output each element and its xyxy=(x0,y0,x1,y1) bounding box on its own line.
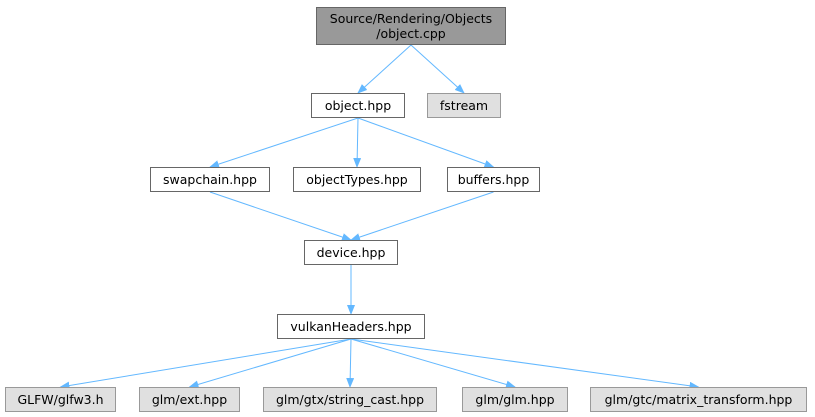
edge-root-to-fstream xyxy=(410,44,465,94)
edge-vulkanheaders_hpp-to-glm_matrix_transform_hpp xyxy=(350,338,700,390)
node-buffers-hpp-label: buffers.hpp xyxy=(457,172,530,187)
node-glm-matrix-transform-hpp[interactable]: glm/gtc/matrix_transform.hpp xyxy=(590,387,807,412)
node-glfw3-h-label: GLFW/glfw3.h xyxy=(17,392,104,407)
node-vulkanheaders-hpp[interactable]: vulkanHeaders.hpp xyxy=(277,314,425,339)
node-device-hpp[interactable]: device.hpp xyxy=(304,240,398,265)
node-swapchain-hpp-label: swapchain.hpp xyxy=(163,172,257,187)
node-root-line2: /object.cpp xyxy=(376,26,446,41)
edge-object_hpp-to-buffers_hpp xyxy=(357,117,495,168)
node-glfw3-h[interactable]: GLFW/glfw3.h xyxy=(5,387,116,412)
edge-object_hpp-to-objecttypes_hpp xyxy=(353,117,362,168)
node-object-hpp[interactable]: object.hpp xyxy=(311,93,405,118)
node-glm-ext-hpp-label: glm/ext.hpp xyxy=(151,392,228,407)
node-glm-string-cast-hpp[interactable]: glm/gtx/string_cast.hpp xyxy=(263,387,437,412)
node-fstream-label: fstream xyxy=(439,98,489,113)
node-glm-glm-hpp-label: glm/glm.hpp xyxy=(475,392,555,407)
edge-object_hpp-to-swapchain_hpp xyxy=(209,117,359,168)
edge-root-to-object_hpp xyxy=(357,44,412,94)
edges-group xyxy=(59,44,700,390)
node-glm-glm-hpp[interactable]: glm/glm.hpp xyxy=(462,387,568,412)
edge-vulkanheaders_hpp-to-glm_glm_hpp xyxy=(350,338,516,389)
node-object-hpp-label: object.hpp xyxy=(324,98,392,113)
node-fstream[interactable]: fstream xyxy=(427,93,501,118)
node-device-hpp-label: device.hpp xyxy=(316,245,386,260)
node-vulkanheaders-hpp-label: vulkanHeaders.hpp xyxy=(290,319,412,334)
node-objecttypes-hpp[interactable]: objectTypes.hpp xyxy=(293,167,421,192)
node-glm-ext-hpp[interactable]: glm/ext.hpp xyxy=(139,387,240,412)
node-glm-matrix-transform-hpp-label: glm/gtc/matrix_transform.hpp xyxy=(604,392,793,407)
node-root-line1: Source/Rendering/Objects xyxy=(329,11,493,26)
edge-vulkanheaders_hpp-to-glfw3_h xyxy=(59,338,352,390)
edge-buffers_hpp-to-device_hpp xyxy=(350,191,494,241)
edge-vulkanheaders_hpp-to-glm_ext_hpp xyxy=(188,338,352,389)
node-objecttypes-hpp-label: objectTypes.hpp xyxy=(306,172,408,187)
node-root-object-cpp[interactable]: Source/Rendering/Objects /object.cpp xyxy=(316,7,506,45)
node-glm-string-cast-hpp-label: glm/gtx/string_cast.hpp xyxy=(275,392,425,407)
edge-vulkanheaders_hpp-to-glm_string_cast_hpp xyxy=(346,338,355,388)
node-swapchain-hpp[interactable]: swapchain.hpp xyxy=(150,167,270,192)
node-buffers-hpp[interactable]: buffers.hpp xyxy=(447,167,540,192)
edge-swapchain_hpp-to-device_hpp xyxy=(209,191,352,241)
